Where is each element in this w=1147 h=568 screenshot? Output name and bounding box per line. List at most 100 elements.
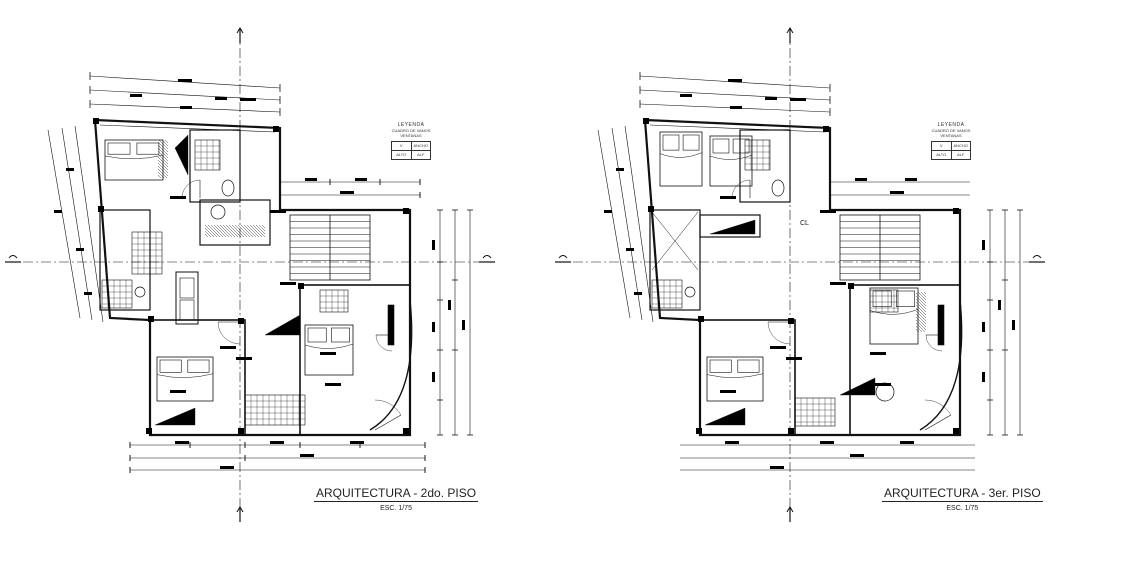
drawing-line bbox=[597, 129, 631, 319]
dimension-chain-bottom-2 bbox=[129, 455, 975, 461]
dimension-tag-vertical bbox=[432, 240, 435, 250]
dimension-tag bbox=[728, 79, 742, 82]
dining-room bbox=[199, 199, 271, 246]
structural-column bbox=[403, 428, 409, 434]
dimension-tag-vertical bbox=[982, 372, 985, 382]
door-leaf bbox=[374, 414, 402, 431]
structural-column bbox=[403, 208, 409, 214]
toilet bbox=[221, 179, 235, 197]
hatch-line bbox=[915, 304, 927, 316]
bed-upper-2 bbox=[709, 135, 753, 187]
bathroom-upper bbox=[189, 129, 241, 203]
dimension-tag-vertical bbox=[998, 300, 1001, 310]
plan-title: ARQUITECTURA - 3er. PISO bbox=[882, 486, 1043, 502]
door-arc bbox=[375, 334, 393, 352]
structural-column bbox=[698, 316, 704, 322]
hatch-line bbox=[204, 227, 215, 238]
hatch-line bbox=[231, 224, 245, 238]
door-balcony bbox=[924, 399, 952, 431]
hatch-line bbox=[237, 224, 251, 238]
dimension-tag bbox=[830, 282, 846, 285]
dimension-tag bbox=[790, 98, 806, 101]
washbasin bbox=[134, 286, 146, 298]
dimension-tag bbox=[765, 97, 777, 100]
dimension-chain-bottom-3 bbox=[129, 467, 426, 473]
bed-sheet bbox=[659, 152, 703, 158]
section-marker-right bbox=[1029, 255, 1045, 263]
drawing-rect bbox=[104, 139, 164, 181]
dimension-tag bbox=[875, 383, 891, 386]
dimension-tag-vertical bbox=[462, 320, 465, 330]
dimension-tag bbox=[900, 441, 914, 444]
door-balcony bbox=[374, 399, 402, 431]
dimension-tag-vertical bbox=[448, 300, 451, 310]
bath-lower-tiles bbox=[794, 397, 836, 427]
hatch-line bbox=[920, 291, 927, 298]
dimension-tag bbox=[236, 357, 252, 360]
hatch-line bbox=[157, 162, 169, 174]
toilet bbox=[771, 179, 785, 197]
floor-plan-2do-piso bbox=[5, 27, 495, 522]
structural-column bbox=[823, 126, 829, 132]
dimension-tag bbox=[300, 454, 314, 457]
hatch-line bbox=[915, 322, 926, 333]
dimension-tag bbox=[178, 79, 192, 82]
drawing-path bbox=[786, 506, 794, 513]
hatch-line bbox=[923, 291, 927, 295]
closet-wedge-lower bbox=[154, 407, 196, 426]
small-bath-tiles bbox=[101, 279, 133, 309]
pillow bbox=[896, 290, 915, 307]
hatch-line bbox=[157, 153, 169, 165]
door-arc bbox=[767, 321, 791, 345]
structural-column bbox=[98, 206, 104, 212]
hatch-line bbox=[204, 224, 218, 238]
dimension-tag bbox=[820, 441, 834, 444]
hatch-line bbox=[207, 224, 221, 238]
dimension-chain-bottom-3 bbox=[129, 467, 975, 473]
structural-column bbox=[148, 316, 154, 322]
title-block-2do-piso: ARQUITECTURA - 2do. PISO ESC. 1/75 bbox=[314, 486, 479, 512]
drawing-rect bbox=[744, 139, 771, 171]
legend-cell: ALF bbox=[957, 152, 965, 157]
bathroom-tiles bbox=[744, 139, 771, 171]
dimension-tag-vertical bbox=[432, 322, 435, 332]
drawing-rect bbox=[659, 131, 703, 187]
dimension-tag bbox=[270, 441, 284, 444]
dimension-tag bbox=[170, 196, 186, 199]
dimension-tag bbox=[350, 441, 364, 444]
dimension-tag bbox=[355, 178, 367, 181]
dimension-tag bbox=[890, 191, 904, 194]
dimension-chain-right-3 bbox=[1017, 209, 1023, 436]
drawing-rect bbox=[319, 289, 349, 313]
pillow bbox=[682, 134, 700, 151]
hatch-line bbox=[915, 301, 927, 313]
bed-lower-right bbox=[304, 324, 354, 376]
dimension-tag-vertical bbox=[432, 372, 435, 382]
door-bedroom-lower-left bbox=[217, 321, 241, 345]
wall-inner-line bbox=[99, 124, 276, 133]
hatch-line bbox=[161, 139, 169, 147]
bed-sheet bbox=[156, 373, 214, 378]
hatch-line bbox=[915, 295, 927, 307]
service-area bbox=[649, 209, 701, 311]
door-upper-bath bbox=[181, 179, 201, 199]
dimension-chain-upper-right-2 bbox=[279, 192, 970, 198]
hatch-line bbox=[915, 298, 927, 310]
dimension-tag bbox=[240, 98, 256, 101]
hatch-line bbox=[234, 224, 248, 238]
drawing-line bbox=[74, 125, 104, 323]
dimension-tag bbox=[130, 94, 142, 97]
legend-cell: ALF bbox=[417, 152, 425, 157]
dimension-chain-upper-right-1 bbox=[279, 179, 421, 185]
dimension-tag bbox=[770, 466, 784, 469]
hatch-line bbox=[915, 319, 927, 331]
drawing-rect bbox=[869, 289, 899, 313]
hatch-line bbox=[157, 174, 162, 179]
dimension-tag bbox=[54, 210, 62, 213]
small-bath-tiles bbox=[651, 279, 683, 309]
room-label-cl: CL bbox=[800, 220, 809, 227]
dimension-tag-vertical bbox=[982, 322, 985, 332]
pillow bbox=[187, 359, 210, 373]
dimension-chains-left bbox=[47, 125, 104, 323]
